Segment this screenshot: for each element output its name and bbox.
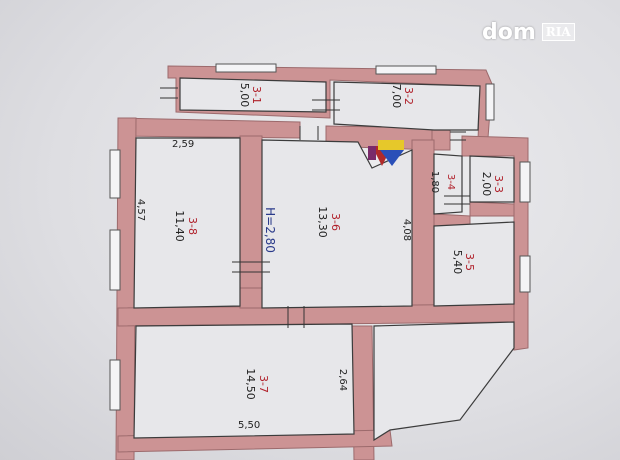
dimension-labels: 2,59 4,57 4,08 2,64 5,50 [135,139,412,431]
windows [109,63,531,411]
room-3-1-id: 3-1 [250,86,263,104]
room-3-4-area: 1,80 [429,171,440,193]
watermark-tag: RIA [541,23,575,41]
room-3-6-area: 13,30 [316,206,329,238]
wall-33-bottom [469,201,515,217]
room-3-2-area: 7,00 [390,84,403,109]
room-3-3-id: 3-3 [492,175,505,193]
floors [133,77,515,442]
room-labels: 3-1 5,00 3-2 7,00 3-3 2,00 3-4 1,80 3-5 … [173,83,505,400]
outer-wall-left [115,117,137,460]
room-3-6-floor [261,139,413,309]
room-3-8-id: 3-8 [186,217,199,235]
room-3-1-floor [179,77,327,113]
room-3-7-id: 3-7 [257,375,270,393]
room-3-3-area: 2,00 [480,172,493,197]
room-3-4-floor [433,153,463,215]
dim-2-64: 2,64 [337,369,348,391]
watermark-brand: dom [482,19,536,45]
room-3-5-area: 5,40 [451,250,464,275]
window-left-2 [109,229,121,291]
dim-2-59: 2,59 [172,139,194,150]
watermark-logo: dom RIA [476,14,584,50]
dim-4-57: 4,57 [135,199,146,221]
wall-left-room38 [239,135,263,289]
room-3-4-id: 3-4 [445,174,456,190]
stair-floor [373,321,515,442]
dim-4-08: 4,08 [401,219,412,241]
wall-38-right-lower [239,287,263,309]
room-3-1-area: 5,00 [238,83,251,108]
room-3-5-id: 3-5 [463,253,476,271]
outer-wall-right-top [431,127,451,151]
room-3-2-floor [333,81,481,131]
window-top-2 [375,65,437,75]
window-left-3 [109,359,121,411]
doors [160,87,470,328]
room-3-3-floor [469,155,515,203]
wall-34-left [411,139,435,309]
room-3-8-area: 11,40 [173,210,186,242]
room-3-7-floor [133,323,355,439]
room-3-2-id: 3-2 [402,87,415,105]
window-right-2 [519,255,531,293]
boiler-symbol [368,140,404,166]
window-left-1 [109,149,121,199]
window-right-1 [519,161,531,203]
room-3-5-floor [433,221,515,307]
height-label: H=2,80 [263,207,277,253]
outer-wall-top [117,117,301,139]
window-top-3 [485,83,495,121]
room-3-7-area: 14,50 [244,368,257,400]
room-3-6-id: 3-6 [329,213,342,231]
window-top-1 [215,63,277,73]
dim-5-50: 5,50 [238,420,260,431]
room-3-8-floor [133,137,241,309]
